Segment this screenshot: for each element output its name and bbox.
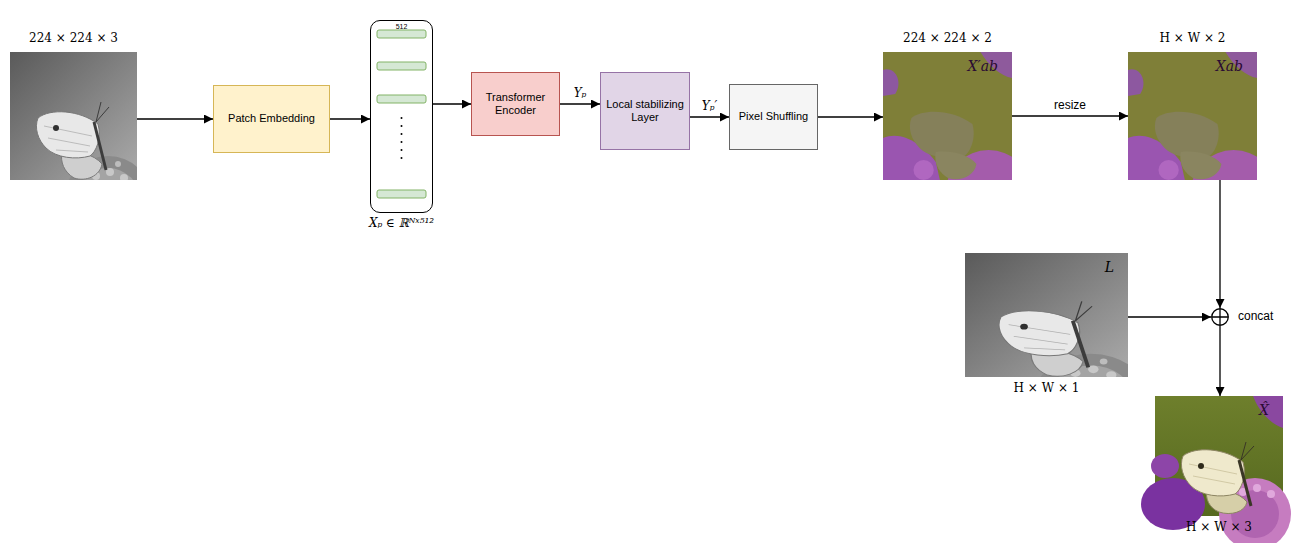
flow-arrow [1219, 180, 1220, 308]
token-stack: 512Xₚ ∈ ℝᴺˣ⁵¹² [370, 20, 433, 213]
process-box: Transformer Encoder [471, 72, 560, 136]
input-image: 224 × 224 × 3 [10, 52, 137, 180]
illustration-part [401, 117, 403, 119]
flow-arrow [1012, 115, 1128, 116]
concat-circle [1212, 309, 1229, 326]
output-image: X̂H × W × 3 [1155, 396, 1283, 516]
input-photo [10, 52, 152, 244]
luminance-image: LH × W × 1 [965, 253, 1128, 377]
symbol-label: concat [1238, 310, 1273, 324]
symbol-label: X̂ [1259, 402, 1269, 418]
flow-arrow [690, 116, 729, 117]
token-bars [377, 30, 426, 198]
illustration-part [401, 149, 403, 151]
symbol-label: Xab [1216, 58, 1243, 74]
dimension-label: 224 × 224 × 3 [29, 32, 118, 46]
edge-label: resize [1052, 98, 1088, 112]
flow-arrow [137, 118, 213, 119]
illustration-part [1181, 450, 1244, 496]
symbol-label: X′ab [968, 58, 998, 74]
box-label: Transformer Encoder [477, 91, 554, 117]
flow-arrow [560, 103, 600, 104]
illustration-part [1151, 454, 1179, 478]
symbol-label: L [1105, 259, 1114, 275]
flow-arrow [433, 103, 471, 104]
illustration-part [1241, 442, 1254, 460]
concat-symbol [1211, 308, 1229, 326]
edge-label: Yₚ [572, 86, 589, 100]
ab-image: 224 × 224 × 2X′ab [883, 52, 1012, 180]
illustration-part [1267, 490, 1275, 498]
illustration-part [401, 157, 403, 159]
ab-image: H × W × 2Xab [1128, 52, 1257, 180]
illustration-part [1239, 460, 1251, 506]
dimension-label: H × W × 2 [1160, 32, 1226, 46]
illustration-part [1253, 484, 1261, 492]
flow-arrow [818, 116, 883, 117]
box-label: Patch Embedding [228, 112, 315, 125]
symbol-label: Xₚ ∈ ℝᴺˣ⁵¹² [369, 217, 434, 231]
process-box: Patch Embedding [213, 85, 330, 153]
flow-arrow [1128, 316, 1211, 317]
dimension-label: H × W × 1 [1014, 382, 1080, 396]
concat-cross [1212, 309, 1229, 326]
illustration-part [1189, 464, 1237, 484]
concat-operator: concat [1211, 308, 1229, 326]
illustration-part [377, 95, 426, 103]
illustration-part [1198, 463, 1204, 469]
box-label: Pixel Shuffling [739, 110, 809, 123]
illustration-part [1253, 396, 1283, 428]
ab-prediction-photo [883, 52, 1031, 234]
dimension-label: 224 × 224 × 2 [903, 32, 992, 46]
symbol-label: 512 [396, 23, 408, 31]
flow-arrow [330, 118, 370, 119]
illustration-part [401, 133, 403, 135]
luminance-photo [965, 253, 1147, 439]
illustration-part [377, 30, 426, 38]
edge-label: Yₚ′ [700, 99, 719, 113]
flow-arrow [1219, 326, 1220, 396]
process-box: Local stabilizing Layer [600, 72, 690, 150]
illustration-part [377, 62, 426, 70]
illustration-part [401, 125, 403, 127]
process-box: Pixel Shuffling [729, 84, 818, 150]
illustration-part [377, 190, 426, 198]
dimension-label: H × W × 3 [1186, 521, 1252, 535]
output-photo [1141, 396, 1291, 543]
ab-resized-photo [1128, 52, 1276, 234]
illustration-part [401, 141, 403, 143]
box-label: Local stabilizing Layer [606, 98, 684, 124]
